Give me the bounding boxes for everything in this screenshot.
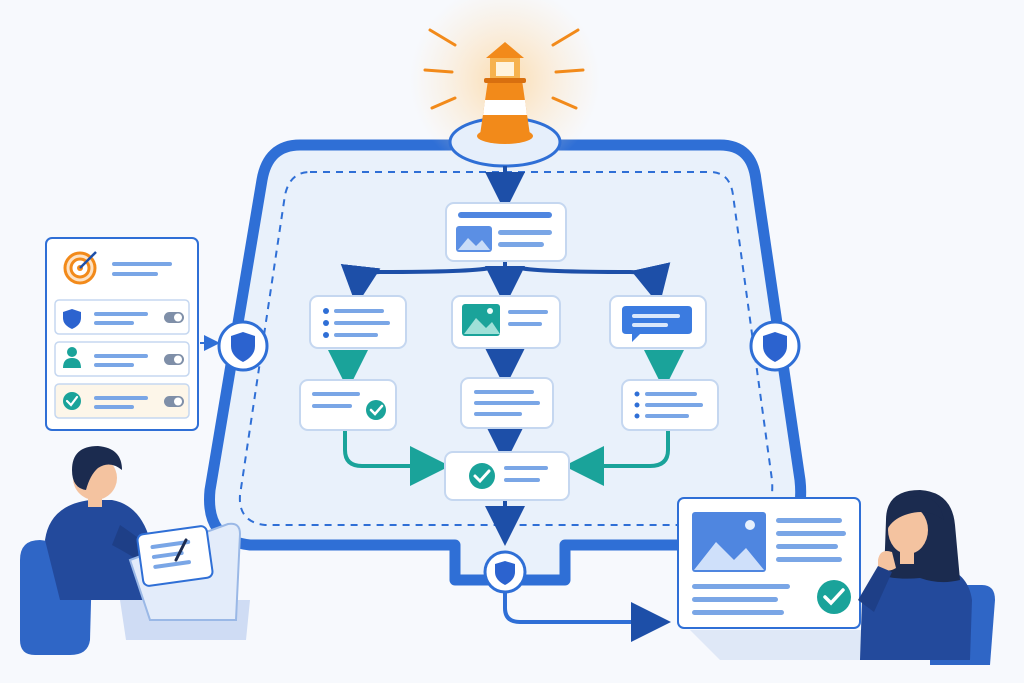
operator [20,446,250,655]
node-source [445,202,567,262]
check-circle-icon [366,400,386,420]
node-middle [460,377,554,429]
toggle-switch[interactable] [164,354,184,365]
toggle-switch[interactable] [164,312,184,323]
lines-icon [474,390,540,416]
target-icon [63,251,97,285]
policy-row-shield [54,299,190,335]
shield-icon [231,332,255,362]
node-text-list [309,295,407,349]
gate-left [217,320,269,372]
shield-icon [63,309,81,329]
check-circle-icon [469,463,495,489]
policy-panel [45,237,199,431]
list-icon [634,391,640,419]
check-circle-icon [63,392,81,410]
node-list-right [621,379,719,431]
shield-icon [763,332,787,362]
branch-arrows [328,350,684,486]
reviewer [858,490,995,665]
node-image [451,295,561,349]
check-circle-icon [817,580,851,614]
flow-arrows [340,166,671,642]
gate-right [749,320,801,372]
shield-icon [495,561,515,585]
node-checked-left [299,379,397,431]
list-icon [323,308,329,338]
policy-row-check [54,383,190,419]
node-merge [444,451,570,501]
gate-bottom [483,550,527,594]
toggle-switch[interactable] [164,396,184,407]
user-icon [63,347,81,368]
policy-row-user [54,341,190,377]
node-chat [609,295,707,349]
output-card [677,497,900,660]
